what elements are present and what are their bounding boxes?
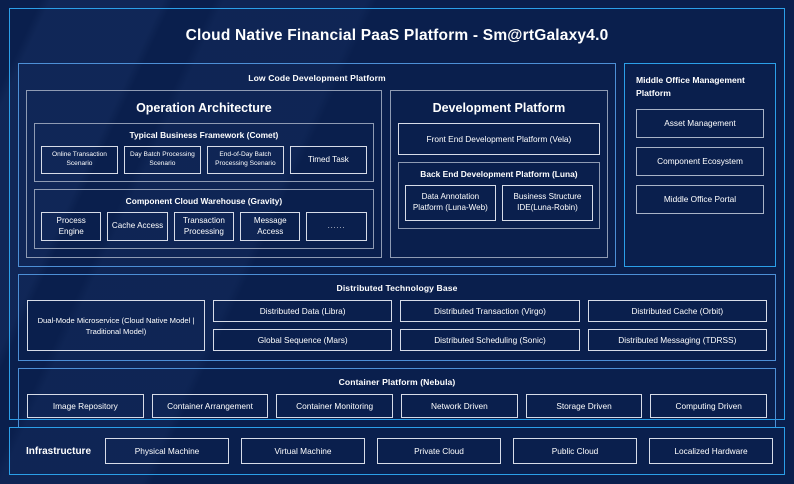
chip-data-annotation-platform[interactable]: Data Annotation Platform (Luna-Web) bbox=[404, 185, 496, 221]
chip-storage-driven[interactable]: Storage Driven bbox=[525, 394, 643, 419]
upper-row: Low Code Development Platform Operation … bbox=[18, 63, 776, 268]
chip-public-cloud[interactable]: Public Cloud bbox=[513, 438, 638, 464]
middle-office-title: Middle Office Management Platform bbox=[636, 75, 745, 98]
infrastructure-items: Physical Machine Virtual Machine Private… bbox=[105, 438, 774, 464]
chip-container-arrangement[interactable]: Container Arrangement bbox=[151, 394, 269, 419]
chip-cache-access[interactable]: Cache Access bbox=[107, 212, 168, 242]
chip-transaction-processing[interactable]: Transaction Processing bbox=[173, 212, 235, 242]
chip-distributed-cache[interactable]: Distributed Cache (Orbit) bbox=[587, 300, 767, 323]
chip-virtual-machine[interactable]: Virtual Machine bbox=[241, 438, 366, 464]
chip-distributed-messaging[interactable]: Distributed Messaging (TDRSS) bbox=[587, 329, 767, 352]
chip-business-structure-ide[interactable]: Business Structure IDE(Luna-Robin) bbox=[501, 185, 594, 221]
component-cloud-warehouse-group: Component Cloud Warehouse (Gravity) Proc… bbox=[34, 189, 374, 250]
chip-timed-task[interactable]: Timed Task bbox=[289, 146, 367, 174]
typical-business-framework-title: Typical Business Framework (Comet) bbox=[129, 130, 279, 140]
back-end-development-title: Back End Development Platform (Luna) bbox=[420, 169, 578, 179]
distributed-technology-base-body: Dual-Mode Microservice (Cloud Native Mod… bbox=[27, 300, 767, 352]
chip-global-sequence[interactable]: Global Sequence (Mars) bbox=[213, 329, 393, 352]
chip-localized-hardware[interactable]: Localized Hardware bbox=[649, 438, 774, 464]
development-platform-title: Development Platform bbox=[432, 101, 566, 115]
chip-day-batch-processing-scenario[interactable]: Day Batch Processing Scenario bbox=[123, 146, 201, 174]
back-end-development-items: Data Annotation Platform (Luna-Web) Busi… bbox=[404, 185, 594, 221]
container-platform-heading: Container Platform (Nebula) bbox=[338, 377, 456, 388]
infrastructure-label: Infrastructure bbox=[26, 445, 92, 457]
chip-private-cloud[interactable]: Private Cloud bbox=[377, 438, 502, 464]
middle-office-item-asset-management[interactable]: Asset Management bbox=[636, 108, 764, 138]
typical-business-framework-group: Typical Business Framework (Comet) Onlin… bbox=[34, 123, 374, 182]
low-code-heading: Low Code Development Platform bbox=[248, 73, 386, 83]
distributed-technology-base-grid: Distributed Data (Libra) Distributed Tra… bbox=[213, 300, 767, 352]
chip-more-ellipsis[interactable]: ...... bbox=[306, 212, 367, 242]
chip-message-access[interactable]: Message Access bbox=[240, 212, 301, 242]
distributed-technology-base: Distributed Technology Base Dual-Mode Mi… bbox=[18, 274, 776, 362]
front-end-development-group: Front End Development Platform (Vela) bbox=[397, 123, 600, 155]
chip-network-driven[interactable]: Network Driven bbox=[401, 394, 518, 419]
chip-computing-driven[interactable]: Computing Driven bbox=[650, 394, 768, 419]
chip-distributed-data[interactable]: Distributed Data (Libra) bbox=[213, 300, 393, 323]
chip-process-engine[interactable]: Process Engine bbox=[41, 212, 102, 242]
low-code-columns: Operation Architecture Typical Business … bbox=[26, 90, 608, 259]
component-cloud-warehouse-title: Component Cloud Warehouse (Gravity) bbox=[125, 196, 283, 206]
operation-architecture-panel: Operation Architecture Typical Business … bbox=[26, 90, 382, 259]
chip-end-of-day-batch-processing-scenario[interactable]: End-of-Day Batch Processing Scenario bbox=[206, 146, 284, 174]
back-end-development-group: Back End Development Platform (Luna) Dat… bbox=[397, 162, 600, 229]
development-platform-panel: Development Platform Front End Developme… bbox=[389, 90, 608, 259]
component-cloud-warehouse-items: Process Engine Cache Access Transaction … bbox=[41, 212, 367, 242]
chip-container-monitoring[interactable]: Container Monitoring bbox=[276, 394, 394, 419]
chip-front-end-development-platform[interactable]: Front End Development Platform (Vela) bbox=[397, 123, 600, 155]
chip-physical-machine[interactable]: Physical Machine bbox=[105, 438, 230, 464]
infrastructure-section: Infrastructure Physical Machine Virtual … bbox=[9, 427, 785, 475]
chip-online-transaction-scenario[interactable]: Online Transaction Scenario bbox=[41, 146, 118, 174]
container-platform: Container Platform (Nebula) Image Reposi… bbox=[18, 368, 776, 429]
low-code-development-platform: Low Code Development Platform Operation … bbox=[18, 63, 616, 268]
page-title: Cloud Native Financial PaaS Platform - S… bbox=[185, 27, 609, 44]
middle-office-management-platform: Middle Office Management Platform Asset … bbox=[624, 63, 776, 268]
middle-office-items: Asset Management Component Ecosystem Mid… bbox=[636, 108, 764, 256]
middle-office-item-component-ecosystem[interactable]: Component Ecosystem bbox=[636, 146, 764, 176]
distributed-technology-base-heading: Distributed Technology Base bbox=[336, 283, 458, 294]
chip-distributed-scheduling[interactable]: Distributed Scheduling (Sonic) bbox=[400, 329, 580, 352]
chip-image-repository[interactable]: Image Repository bbox=[27, 394, 144, 419]
chip-dual-mode-microservice[interactable]: Dual-Mode Microservice (Cloud Native Mod… bbox=[27, 300, 205, 352]
dual-mode-microservice-wrapper: Dual-Mode Microservice (Cloud Native Mod… bbox=[27, 300, 205, 352]
operation-architecture-title: Operation Architecture bbox=[136, 101, 272, 115]
container-platform-items: Image Repository Container Arrangement C… bbox=[27, 394, 768, 419]
typical-business-framework-items: Online Transaction Scenario Day Batch Pr… bbox=[41, 146, 367, 174]
main-platform-frame: Cloud Native Financial PaaS Platform - S… bbox=[9, 8, 785, 429]
chip-distributed-transaction[interactable]: Distributed Transaction (Virgo) bbox=[400, 300, 580, 323]
middle-office-item-middle-office-portal[interactable]: Middle Office Portal bbox=[636, 184, 764, 214]
